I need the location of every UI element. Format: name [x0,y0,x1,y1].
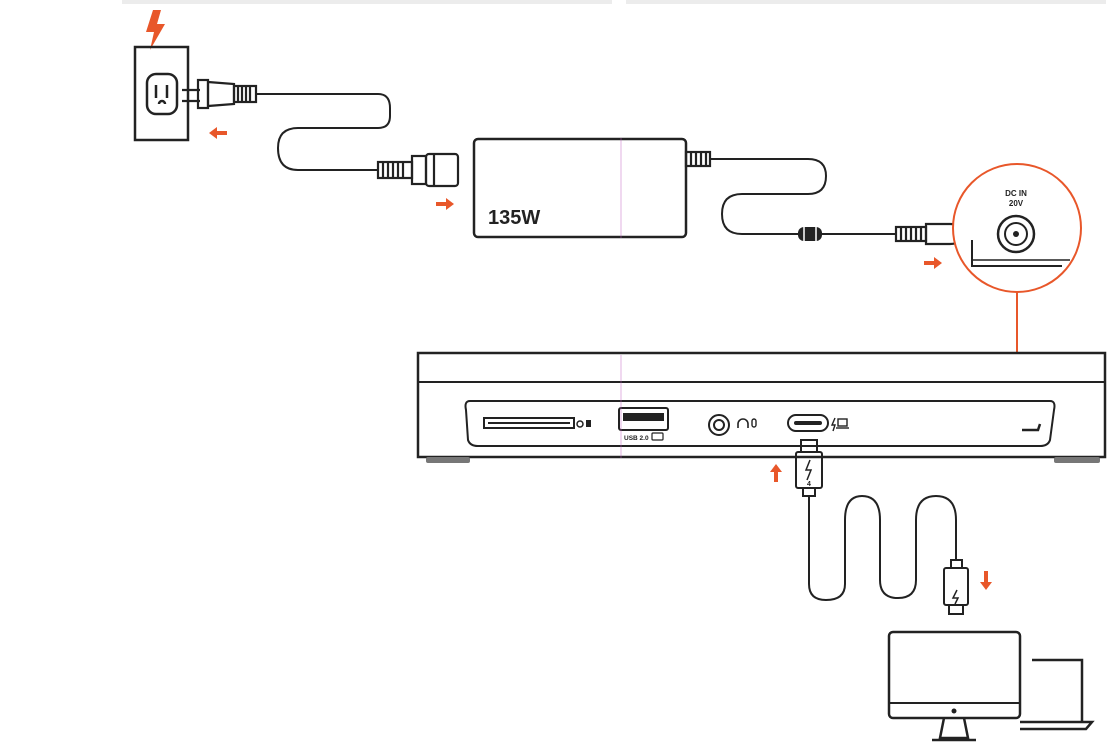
cable-adapter-to-dock [710,158,896,235]
dc-port [996,214,1036,254]
laptop-icon [837,418,848,427]
tb-cable-number: 4 [807,481,811,488]
arrow-right-icon [436,198,454,210]
adapter-wattage-label: 135W [488,207,540,229]
audio-jack [708,414,730,436]
laptop-device [1020,658,1095,731]
headphone-icon [737,418,749,428]
dc-port-label-line1: DC IN [1005,189,1027,198]
cable-plug-to-adapter [256,93,391,171]
battery-charge-icon [651,432,664,441]
sd-card-icon [576,420,584,428]
dock [416,351,1107,463]
adapter-output-strain-relief [684,150,712,168]
header-bar-left [122,0,612,4]
monitor-icon [887,630,1022,742]
arrow-up-icon [770,464,782,482]
dock-foot-left [426,457,470,463]
arrow-right-icon [924,257,942,269]
power-plug [182,78,258,110]
power-adapter [472,137,688,239]
arrow-down-icon [980,571,992,590]
security-slot [1022,423,1042,432]
wall-outlet-icon [133,45,190,142]
thunderbolt-port [787,414,829,432]
sd-card-icon-2 [586,420,591,427]
usb-label: USB 2.0 [624,435,649,442]
usb-a-port [618,407,669,431]
thunderbolt-cable-dock-end [795,439,823,497]
microphone-icon [751,418,757,428]
adapter-input-connector [376,152,460,188]
dock-foot-right [1054,457,1100,463]
sd-card-slot [483,417,575,429]
thunderbolt-cable [808,494,957,602]
arrow-left-icon [209,127,227,139]
thunderbolt-cable-host-end [943,559,969,615]
ferrite-bead [798,227,822,241]
dc-port-label-line2: 20V [1009,199,1024,208]
monitor-logo-dot [951,708,957,714]
thunderbolt-icon [830,417,836,432]
dc-port-zoom: DC IN 20V [952,163,1082,293]
lightning-icon [146,10,165,50]
header-bar-right [626,0,1106,4]
